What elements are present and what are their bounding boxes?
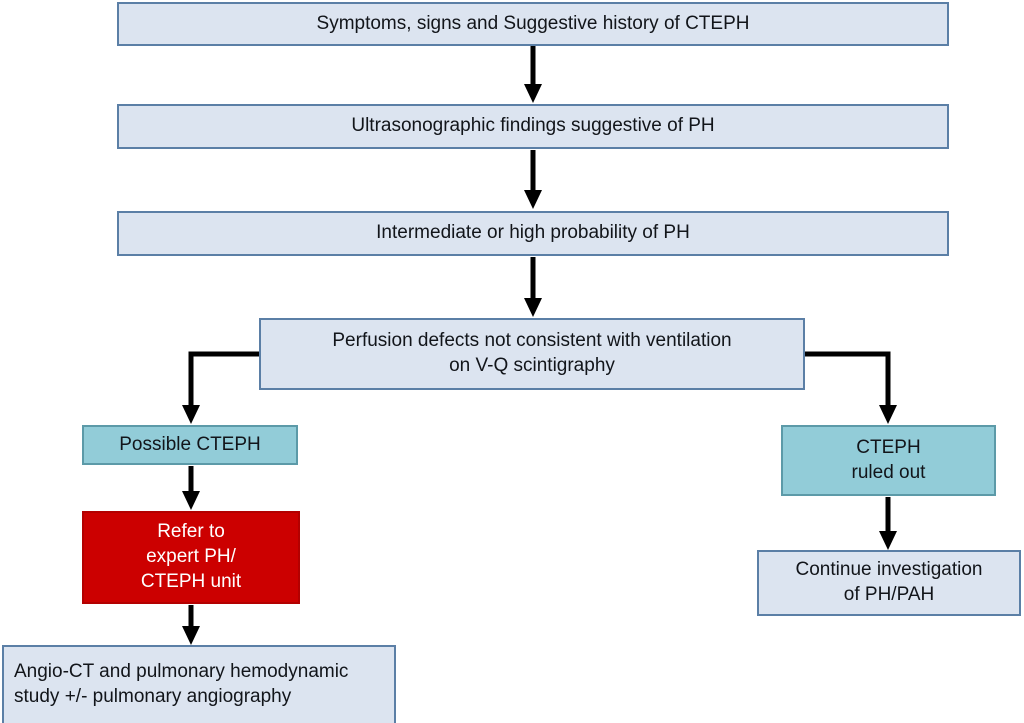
- node-probability-of-ph[interactable]: Intermediate or high probability of PH: [117, 211, 949, 256]
- edge-ruled-out-to-continue: [879, 497, 897, 550]
- node-cteph-ruled-out[interactable]: CTEPH ruled out: [781, 425, 996, 496]
- node-continue-investigation[interactable]: Continue investigation of PH/PAH: [757, 550, 1021, 616]
- node-perfusion-defects[interactable]: Perfusion defects not consistent with ve…: [259, 318, 805, 390]
- node-ultrasonographic-findings[interactable]: Ultrasonographic findings suggestive of …: [117, 104, 949, 149]
- edge-refer-to-angio-ct: [182, 605, 200, 645]
- node-refer-to-expert-unit[interactable]: Refer to expert PH/ CTEPH unit: [82, 511, 300, 604]
- node-symptoms[interactable]: Symptoms, signs and Suggestive history o…: [117, 2, 949, 46]
- edge-probability-to-perfusion: [524, 257, 542, 317]
- node-angio-ct-study[interactable]: Angio-CT and pulmonary hemodynamic study…: [2, 645, 396, 723]
- edge-symptoms-to-ultrasound: [524, 46, 542, 103]
- edge-perfusion-to-ruled-out: [805, 351, 897, 424]
- edge-perfusion-to-possible-cteph: [182, 351, 259, 424]
- edge-ultrasound-to-probability: [524, 150, 542, 209]
- node-possible-cteph[interactable]: Possible CTEPH: [82, 425, 298, 465]
- edge-possible-cteph-to-refer: [182, 466, 200, 510]
